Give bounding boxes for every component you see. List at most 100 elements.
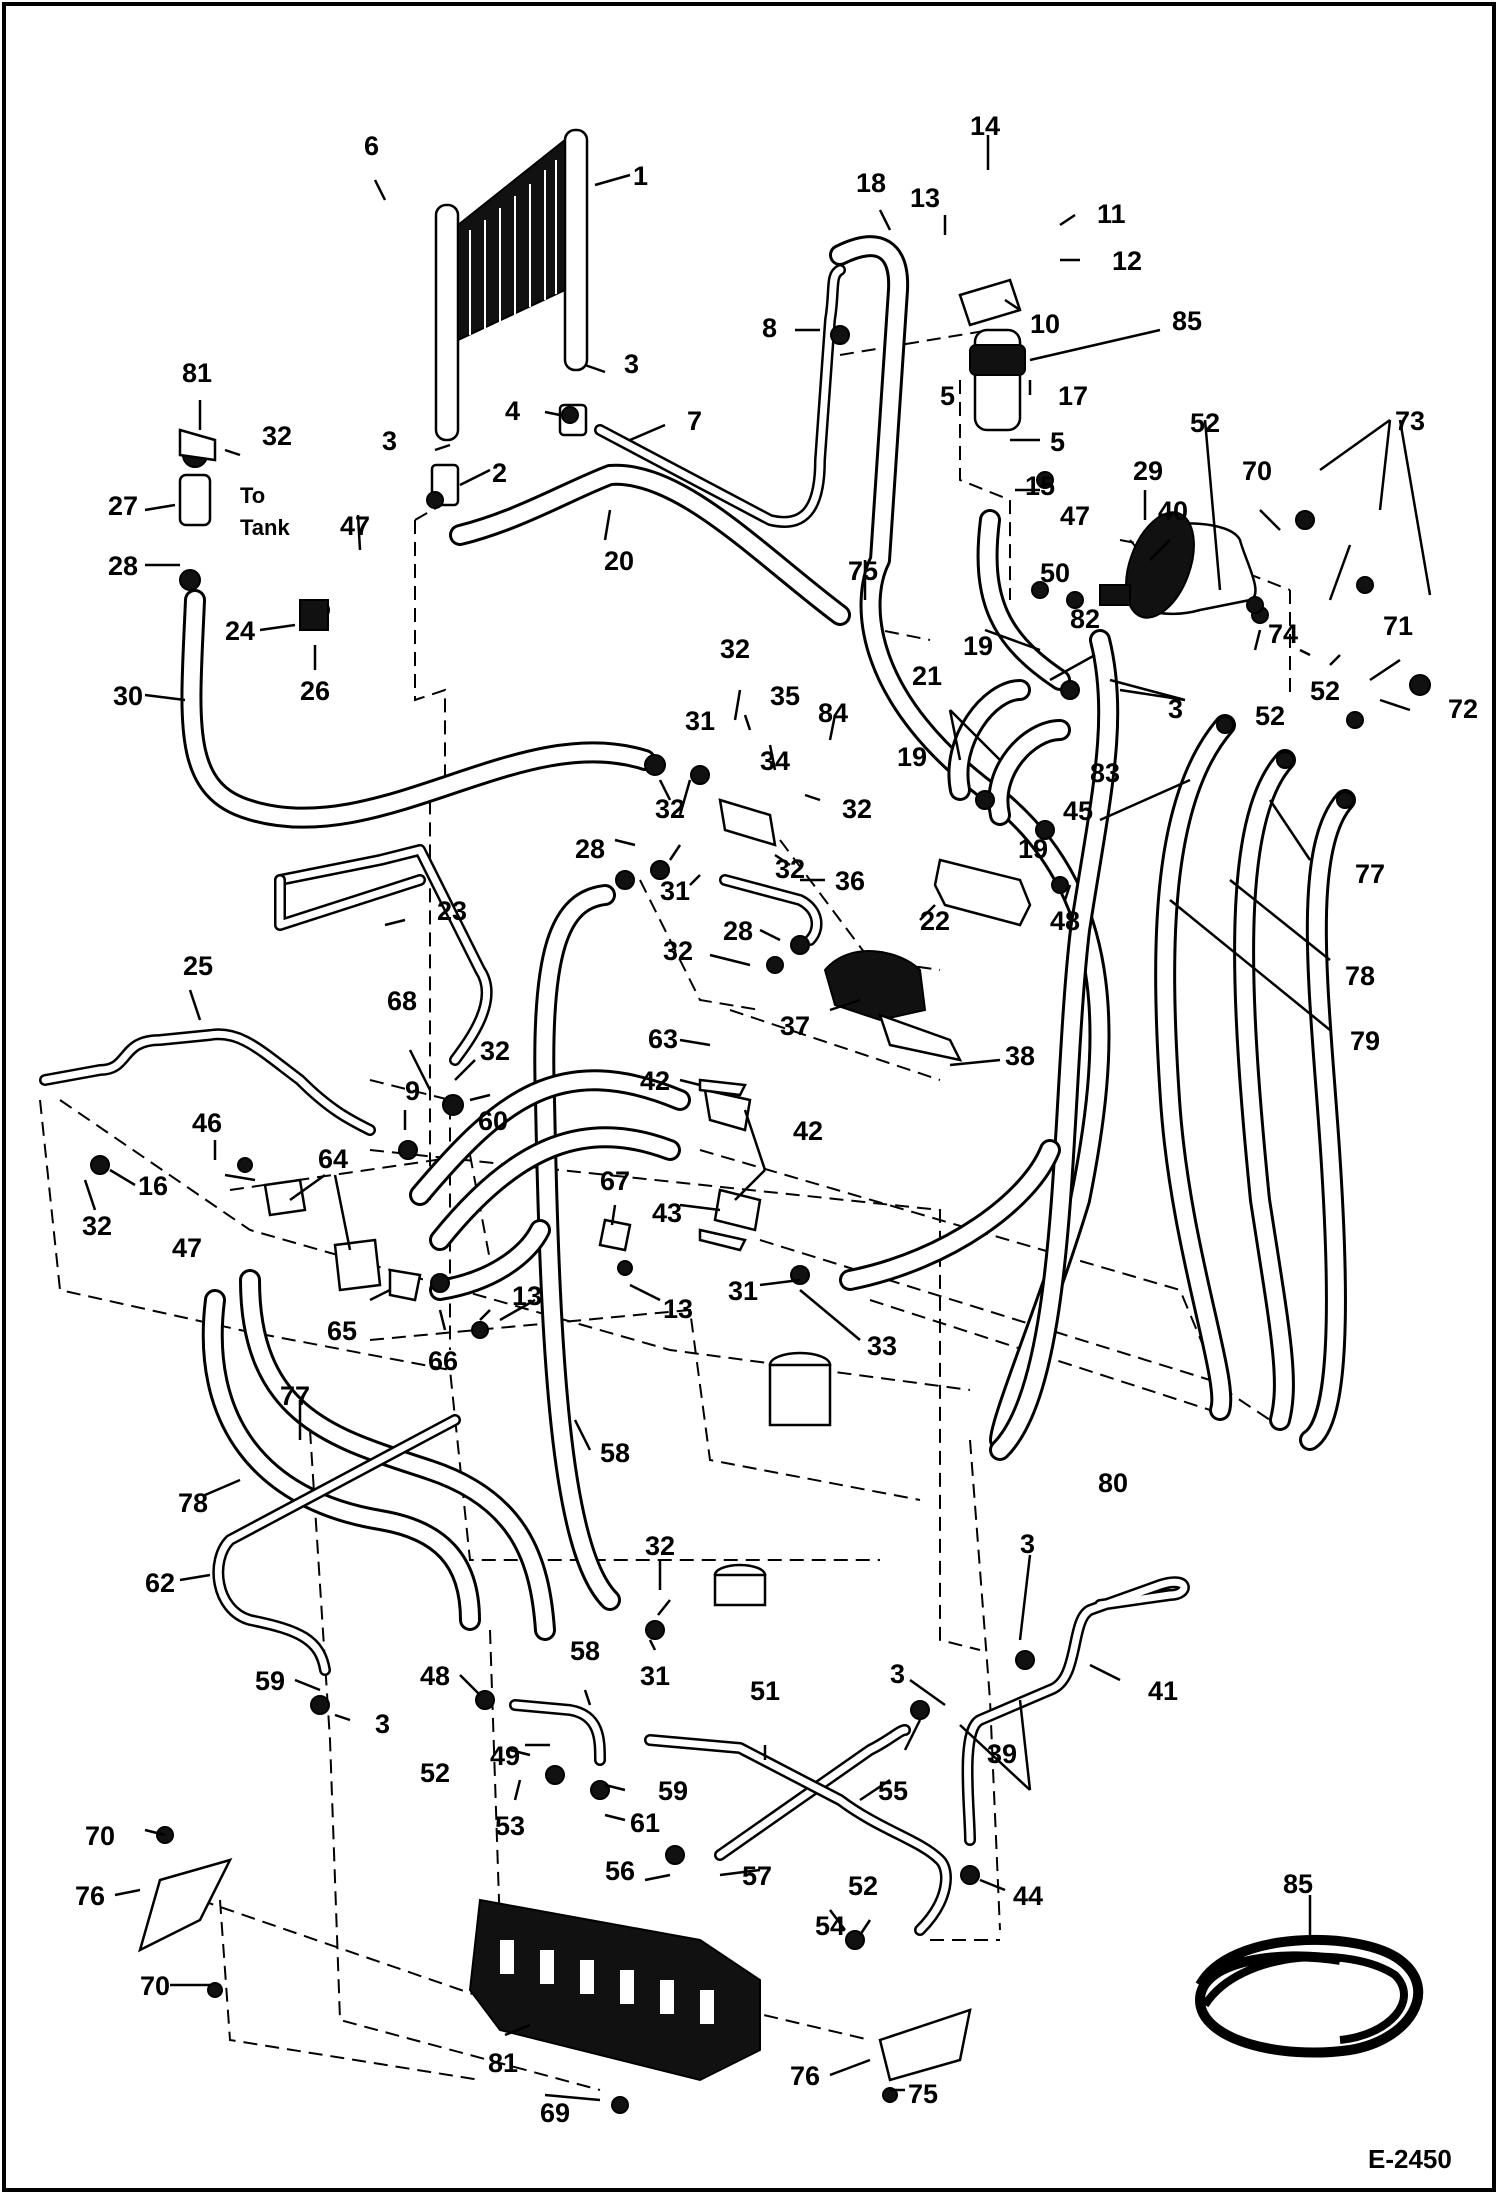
- callout-70: 70: [1242, 456, 1272, 486]
- callout-52: 52: [1255, 701, 1285, 731]
- callout-42: 42: [640, 1066, 670, 1096]
- callout-22: 22: [920, 906, 950, 936]
- callout-13: 13: [910, 183, 940, 213]
- callout-48: 48: [420, 1661, 450, 1691]
- callout-14: 14: [970, 111, 1000, 141]
- callout-71: 73: [1395, 406, 1425, 436]
- callout-81: 82: [1070, 604, 1100, 634]
- callout-72: 74: [1268, 619, 1298, 649]
- callout-73: 75: [908, 2079, 938, 2109]
- callout-33: 34: [760, 746, 790, 776]
- callout-47: 48: [1050, 906, 1080, 936]
- callout-16: 16: [138, 1171, 168, 1201]
- callout-40: 41: [1148, 1676, 1178, 1706]
- callout-38: 39: [987, 1739, 1017, 1769]
- callout-56: 58: [600, 1438, 630, 1468]
- callout-84: 85: [1283, 1869, 1313, 1899]
- callout-5: 5: [940, 381, 955, 411]
- callout-59: 61: [630, 1808, 660, 1838]
- callout-19: 19: [963, 631, 993, 661]
- callout-5: 5: [1050, 427, 1065, 457]
- callout-47: 47: [1060, 501, 1090, 531]
- callout-78: 80: [1098, 1468, 1128, 1498]
- callout-28: 28: [723, 916, 753, 946]
- callout-75: 76: [75, 1881, 105, 1911]
- callout-18: 18: [856, 168, 886, 198]
- callout-23: 23: [437, 896, 467, 926]
- callout-32: 32: [82, 1211, 112, 1241]
- callout-70: 71: [1383, 611, 1413, 641]
- tubes: [39, 264, 1190, 1936]
- callout-76: 77: [1355, 859, 1385, 889]
- callout-32: 33: [867, 1331, 897, 1361]
- callout-26: 26: [300, 676, 330, 706]
- callout-52: 53: [495, 1811, 525, 1841]
- callout-49: 50: [1040, 558, 1070, 588]
- callout-75: 76: [790, 2061, 820, 2091]
- callout-24: 24: [225, 616, 255, 646]
- callout-7: 7: [687, 406, 702, 436]
- to-label: To: [240, 483, 265, 508]
- callout-48: 49: [490, 1741, 520, 1771]
- callout-68: 70: [140, 1971, 170, 2001]
- callout-47: 47: [340, 511, 370, 541]
- callout-52: 52: [420, 1758, 450, 1788]
- callout-66: 68: [387, 986, 417, 1016]
- oil-cooler: [430, 128, 589, 507]
- callout-3: 3: [624, 349, 639, 379]
- callout-19: 19: [897, 742, 927, 772]
- callout-41: 42: [793, 1116, 823, 1146]
- callout-3: 3: [375, 1709, 390, 1739]
- callout-32: 32: [842, 794, 872, 824]
- callout-52: 54: [815, 1911, 845, 1941]
- callout-6: 6: [364, 131, 379, 161]
- callout-39: 40: [1158, 496, 1188, 526]
- callout-20: 20: [604, 546, 634, 576]
- callout-9: 9: [405, 1076, 420, 1106]
- callout-53: 55: [878, 1776, 908, 1806]
- callout-15: 15: [1025, 471, 1055, 501]
- callout-19: 19: [1018, 834, 1048, 864]
- callout-13: 13: [663, 1294, 693, 1324]
- callout-54: 56: [605, 1856, 635, 1886]
- callout-52: 52: [1310, 676, 1340, 706]
- callout-8: 8: [762, 313, 777, 343]
- components: [90, 278, 1431, 2114]
- callout-37: 38: [1005, 1041, 1035, 1071]
- callout-51: 52: [848, 1871, 878, 1901]
- callout-65: 67: [600, 1166, 630, 1196]
- callout-32: 32: [663, 936, 693, 966]
- callout-10: 10: [1030, 309, 1060, 339]
- callout-32: 32: [655, 794, 685, 824]
- callout-76: 77: [280, 1381, 310, 1411]
- callout-70: 72: [1448, 694, 1478, 724]
- leader-lines: [83, 135, 1432, 2102]
- hoses: [180, 235, 1424, 2058]
- callout-11: 11: [1097, 199, 1126, 229]
- callout-45: 46: [192, 1108, 222, 1138]
- callouts: 1 2 3 3 3 3 3 3 4 5 5 6 7 8 9 10 11 12 1…: [75, 111, 1478, 2174]
- callout-55: 57: [742, 1861, 772, 1891]
- callout-31: 31: [640, 1661, 670, 1691]
- callout-32: 32: [720, 634, 750, 664]
- callout-59: 60: [478, 1106, 508, 1136]
- callout-32: 32: [775, 854, 805, 884]
- callout-21: 21: [912, 661, 942, 691]
- callout-27: 27: [108, 491, 138, 521]
- callout-60: 62: [145, 1568, 175, 1598]
- callout-32: 32: [262, 421, 292, 451]
- callout-58: 59: [255, 1666, 285, 1696]
- callout-42: 43: [652, 1198, 682, 1228]
- callout-32: 32: [480, 1036, 510, 1066]
- callout-50: 51: [750, 1676, 780, 1706]
- callout-28: 28: [108, 551, 138, 581]
- callout-28: 28: [575, 834, 605, 864]
- callout-80: 81: [488, 2048, 518, 2078]
- tank-label: Tank: [240, 515, 290, 540]
- callout-32: 32: [645, 1531, 675, 1561]
- callout-31: 31: [660, 876, 690, 906]
- callout-2: 2: [492, 458, 507, 488]
- callout-44: 45: [1063, 796, 1093, 826]
